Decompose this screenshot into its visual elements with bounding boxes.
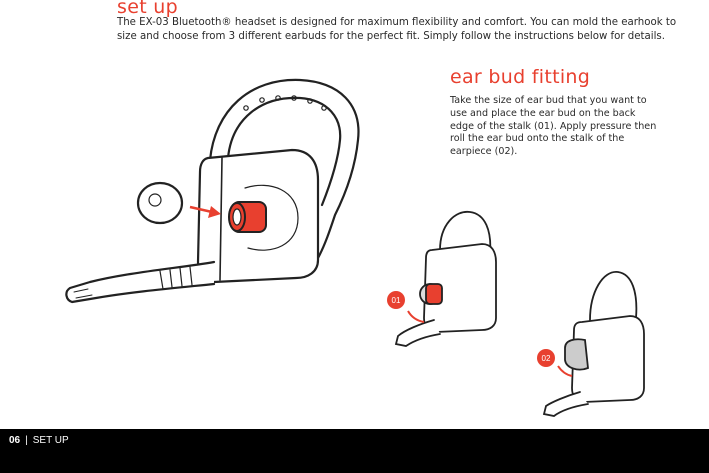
svg-text:01: 01 [392,296,401,305]
arrow-icon [189,205,221,218]
footer-section: SET UP [32,435,69,446]
intro-text: The EX-03 Bluetooth® headset is designed… [117,17,677,42]
footer-bar: 06 | SET UP [0,429,709,473]
headset-illustration-step-01 [394,211,497,347]
ear-bud-illustration [136,181,184,225]
footer-text: 06 | SET UP [9,435,69,446]
svg-text:02: 02 [542,354,551,363]
headset-illustration [65,78,360,304]
step-02-badge: 02 [537,349,573,377]
page-title: set up [117,0,178,18]
ear-stalk-illustration [228,201,267,233]
footer-separator: | [25,435,28,446]
section-heading-ear-bud-fitting: ear bud fitting [450,66,591,88]
ear-bud-fitting-instructions: Take the size of ear bud that you want t… [450,95,657,158]
page-number: 06 [9,435,21,446]
headset-illustrations: 01 02 [65,78,645,417]
headset-illustration-step-02 [542,271,645,417]
step-01-badge: 01 [387,291,425,323]
